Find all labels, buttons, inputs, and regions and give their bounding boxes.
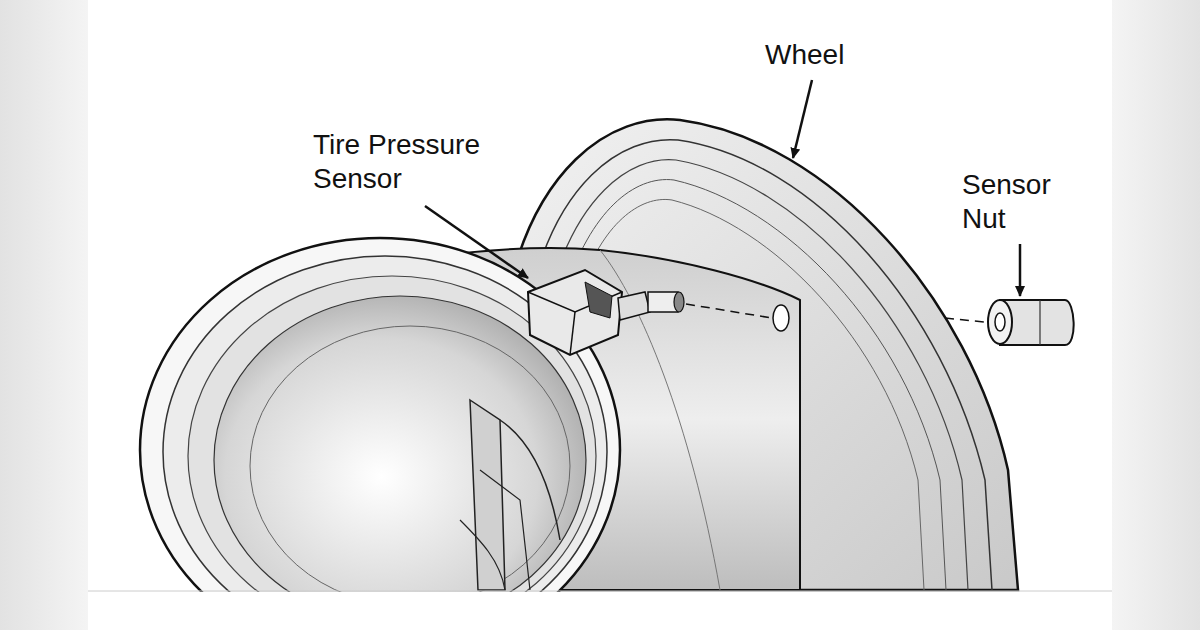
part-label: Wheel: [765, 38, 844, 72]
part-label: Sensor Nut: [962, 168, 1087, 236]
part-label: Tire Pressure Sensor: [313, 128, 533, 196]
